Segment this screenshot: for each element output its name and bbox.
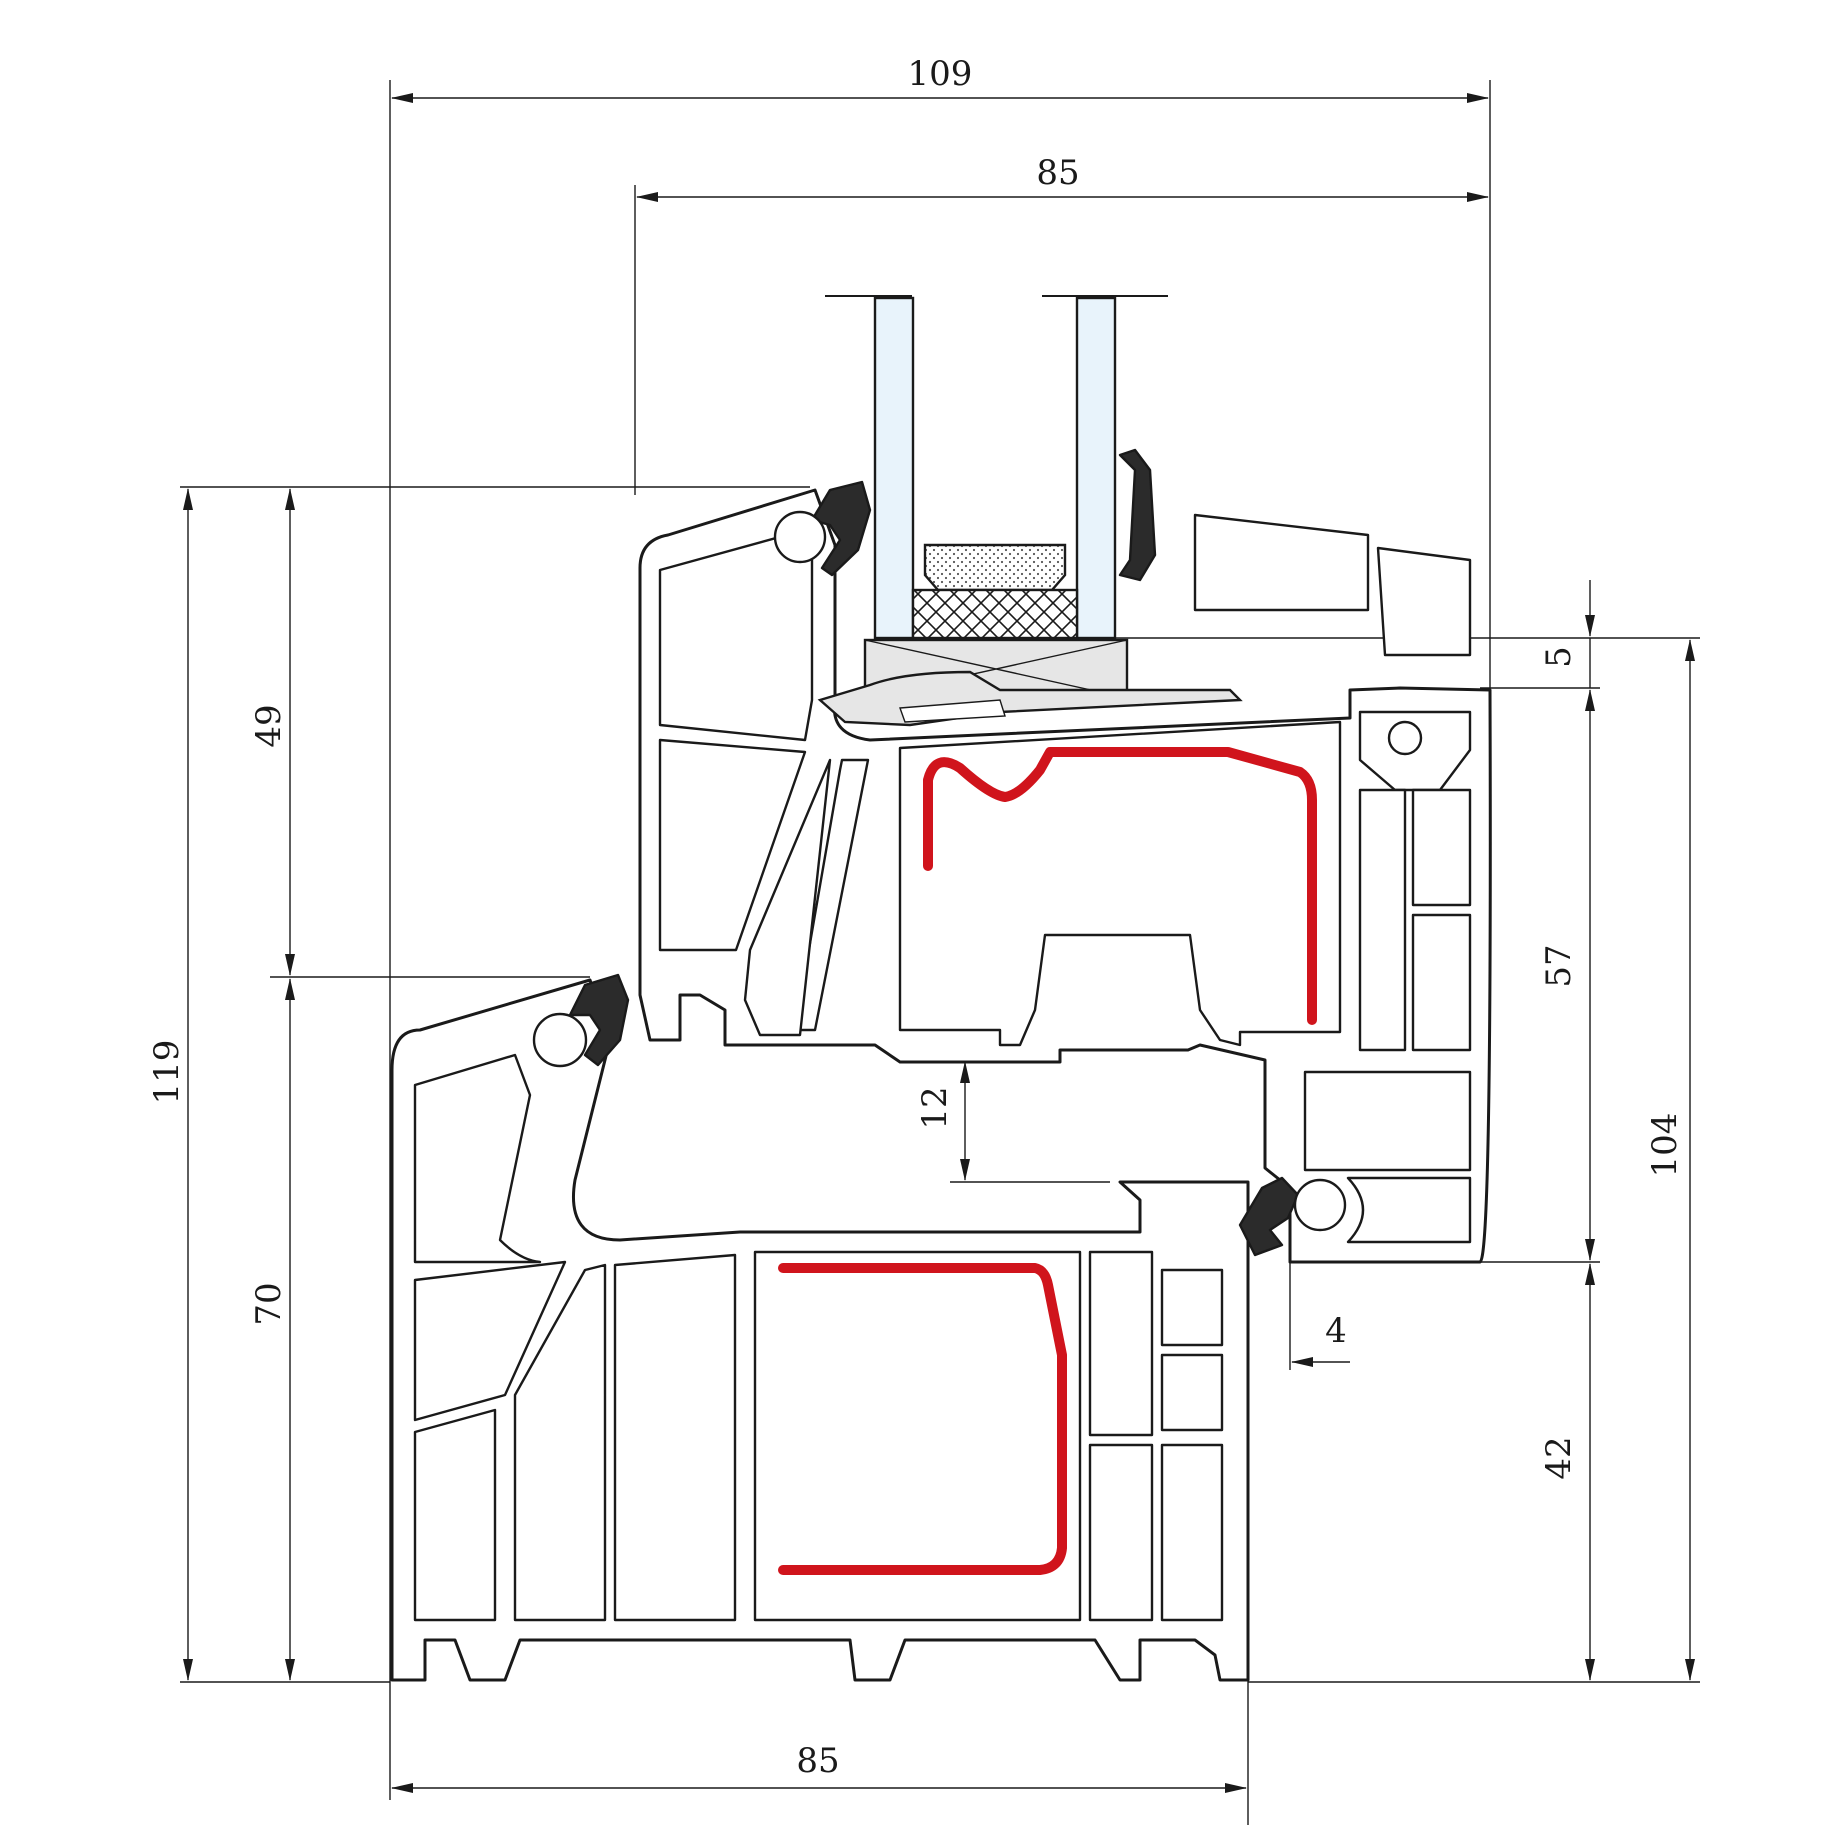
outer-sash-gasket-bulb — [773, 510, 827, 564]
glass-spacer — [923, 543, 1067, 592]
dim-57: 57 — [1539, 944, 1579, 987]
secondary-seal — [911, 588, 1079, 640]
sash-profile — [638, 488, 1492, 1264]
dim-5: 5 — [1539, 646, 1579, 668]
inner-sash-gasket — [1118, 448, 1157, 582]
dimension-labels: 109 85 85 119 49 70 104 5 57 42 12 4 — [147, 54, 1685, 1781]
dim-49: 49 — [249, 704, 289, 747]
dim-85-bottom: 85 — [796, 1741, 839, 1781]
frame-inner-gasket — [1238, 1176, 1300, 1257]
dim-119: 119 — [147, 1040, 187, 1105]
steel-reinforcements — [778, 747, 1317, 1575]
dim-104: 104 — [1645, 1113, 1685, 1178]
frame-steel-reinforcement — [778, 1263, 1067, 1575]
frame-profile — [390, 978, 1250, 1682]
dim-42: 42 — [1539, 1436, 1579, 1479]
outer-glass-pane — [873, 296, 915, 640]
gaskets — [532, 448, 1423, 1257]
dimension-lines — [180, 80, 1700, 1825]
sash-steel-reinforcement — [923, 747, 1317, 1025]
frame-inner-gasket-bulb — [1293, 1178, 1347, 1232]
frame-outer-gasket — [568, 973, 630, 1067]
inner-glass-pane — [1075, 296, 1117, 640]
glazing-bead — [817, 670, 1243, 727]
dim-85-top: 85 — [1036, 153, 1079, 193]
frame-outer-gasket-bulb — [532, 1012, 588, 1068]
dim-4: 4 — [1325, 1311, 1347, 1351]
sash-rebate-gasket-bulb — [1387, 720, 1423, 756]
dim-70: 70 — [249, 1282, 289, 1325]
dim-109: 109 — [908, 54, 973, 94]
dim-12: 12 — [915, 1086, 955, 1129]
